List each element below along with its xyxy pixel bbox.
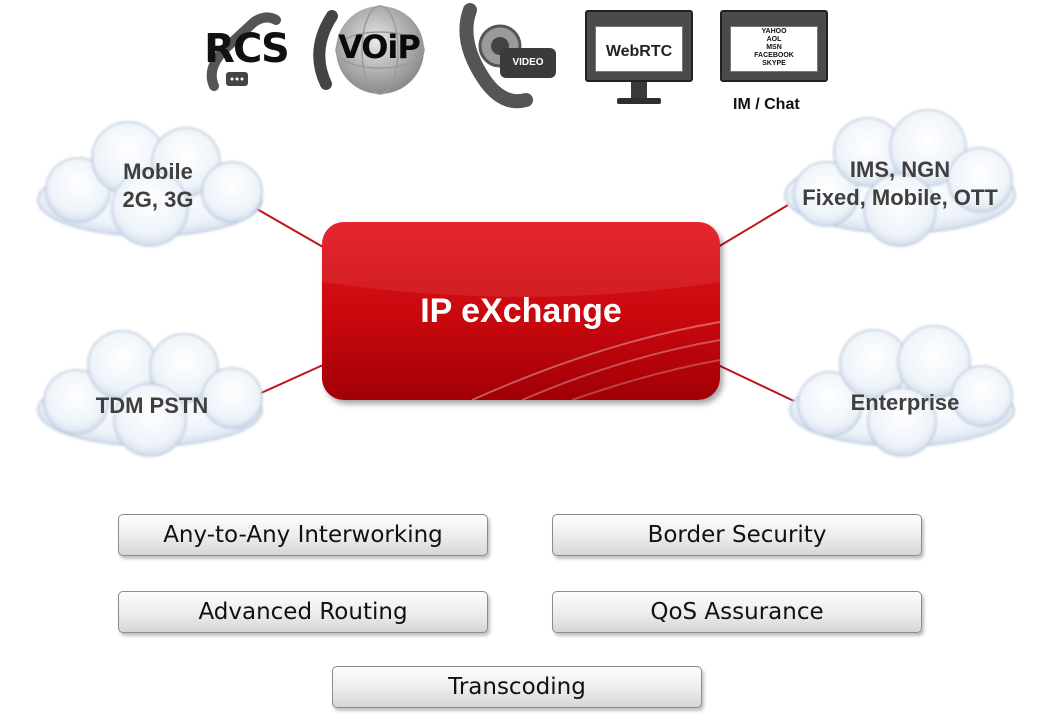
connector-mobile [249,204,324,248]
connector-enterprise [717,364,797,403]
rcs-icon: RCS [196,8,296,94]
cloud-enterprise-line-1: Enterprise [850,390,960,415]
cloud-ims-line-1: IMS, NGN [849,157,951,182]
swoosh-decoration [322,222,720,400]
ip-exchange-box: IP eXchange [322,222,720,400]
monitor-base [617,98,661,104]
monitor-stand [631,82,647,98]
im-line-facebook: FACEBOOK [754,52,794,59]
cloud-tdm-line-1: TDM PSTN [95,393,209,418]
cloud-label-mobile: Mobile 2G, 3G [78,158,238,214]
feature-border-security: Border Security [552,514,922,556]
connector-ims [717,204,789,248]
im-chat-caption: IM / Chat [733,96,800,113]
cloud-label-tdm: TDM PSTN [72,392,232,420]
webrtc-screen: WebRTC [595,26,683,72]
video-label: VIDEO [500,48,556,78]
voip-globe-icon [313,5,425,95]
ip-exchange-title: IP eXchange [420,292,622,330]
im-line-yahoo: YAHOO [761,28,787,35]
im-monitor-icon: YAHOO AOL MSN FACEBOOK SKYPE [720,10,828,82]
feature-advanced-routing: Advanced Routing [118,591,488,633]
im-line-skype: SKYPE [762,60,786,67]
feature-qos-assurance: QoS Assurance [552,591,922,633]
cloud-label-enterprise: Enterprise [825,389,985,417]
feature-transcoding: Transcoding [332,666,702,708]
video-icon: VIDEO [456,2,562,110]
cloud-ims [784,109,1016,247]
cloud-mobile-line-1: Mobile [123,159,193,184]
webrtc-label: WebRTC [605,43,673,60]
cloud-label-ims: IMS, NGN Fixed, Mobile, OTT [782,156,1018,212]
cloud-mobile-line-2: 2G, 3G [122,187,194,212]
im-line-aol: AOL [766,36,782,43]
voip-label: VOiP [338,28,421,66]
cloud-mobile [37,121,263,247]
rcs-phone-icon [206,12,281,91]
voip-icon: VOiP [308,4,444,96]
im-line-msn: MSN [766,44,782,51]
webrtc-monitor-icon: WebRTC [585,10,693,104]
cloud-ims-line-2: Fixed, Mobile, OTT [802,185,998,210]
im-screen-list: YAHOO AOL MSN FACEBOOK SKYPE [731,28,817,68]
feature-any-to-any-interworking: Any-to-Any Interworking [118,514,488,556]
cloud-tdm [37,330,263,457]
rcs-label: RCS [204,26,290,72]
cloud-enterprise [789,325,1015,457]
im-screen: YAHOO AOL MSN FACEBOOK SKYPE [730,26,818,72]
